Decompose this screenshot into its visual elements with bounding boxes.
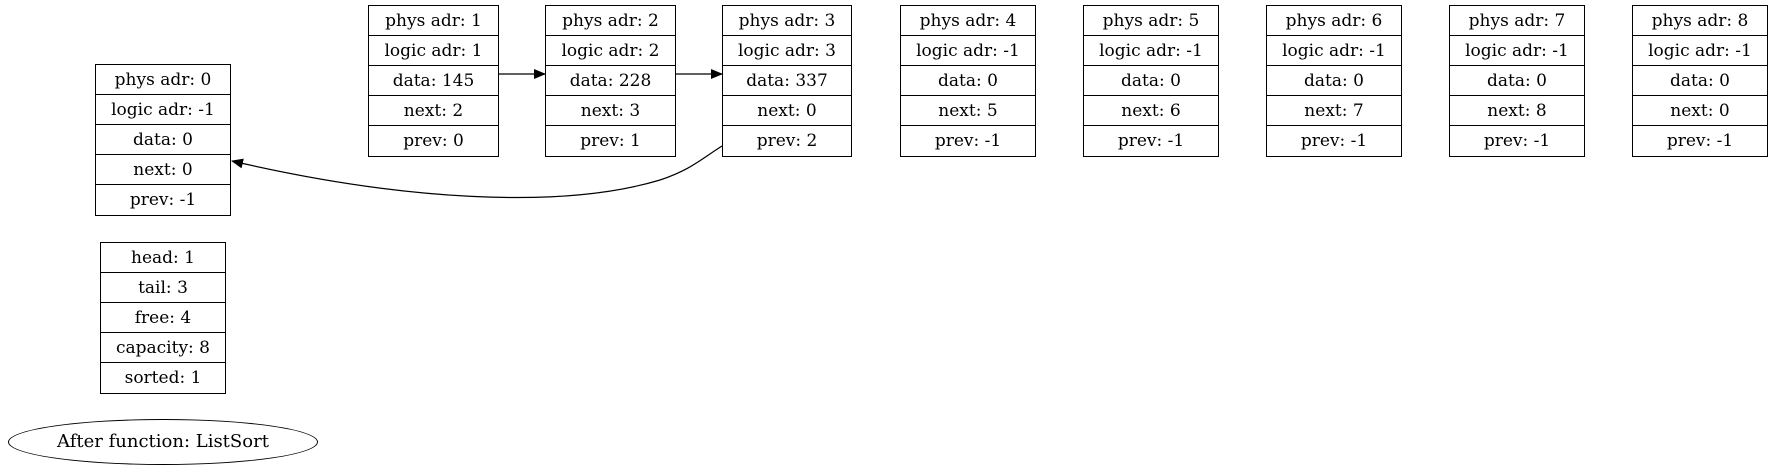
prev-field: prev: -1 — [129, 190, 197, 210]
phys-adr-field: phys adr: 5 — [1084, 6, 1218, 36]
function-caption: After function: ListSort — [8, 419, 318, 465]
prev-field: prev: -1 — [934, 131, 1002, 151]
list-info-node: head: 1 tail: 3 free: 4 capacity: 8 sort… — [100, 242, 226, 394]
list-node-6: phys adr: 6 logic adr: -1 data: 0 next: … — [1266, 5, 1402, 157]
logic-adr-field: logic adr: 3 — [723, 36, 851, 66]
data-field: data: 0 — [96, 125, 230, 155]
next-field: next: 5 — [901, 96, 1035, 126]
next-field: next: 0 — [96, 155, 230, 185]
logic-adr-field: logic adr: -1 — [901, 36, 1035, 66]
data-field: data: 0 — [1084, 66, 1218, 96]
prev-field: prev: -1 — [1483, 131, 1551, 151]
logic-adr-field: logic adr: -1 — [1084, 36, 1218, 66]
data-field: data: 228 — [546, 66, 675, 96]
next-field: next: 0 — [1633, 96, 1767, 126]
phys-adr-field: phys adr: 2 — [546, 6, 675, 36]
next-field: next: 8 — [1450, 96, 1584, 126]
logic-adr-field: logic adr: 2 — [546, 36, 675, 66]
next-field: next: 6 — [1084, 96, 1218, 126]
list-node-5: phys adr: 5 logic adr: -1 data: 0 next: … — [1083, 5, 1219, 157]
logic-adr-field: logic adr: 1 — [369, 36, 498, 66]
phys-adr-field: phys adr: 0 — [96, 65, 230, 95]
prev-field: prev: 2 — [756, 131, 818, 151]
logic-adr-field: logic adr: -1 — [1267, 36, 1401, 66]
prev-field: prev: 1 — [580, 131, 641, 151]
next-field: next: 7 — [1267, 96, 1401, 126]
phys-adr-field: phys adr: 4 — [901, 6, 1035, 36]
next-field: next: 3 — [546, 96, 675, 126]
list-node-3: phys adr: 3 logic adr: 3 data: 337 next:… — [722, 5, 852, 157]
data-field: data: 0 — [1633, 66, 1767, 96]
phys-adr-field: phys adr: 7 — [1450, 6, 1584, 36]
data-field: data: 0 — [1450, 66, 1584, 96]
tail-field: tail: 3 — [101, 273, 225, 303]
list-node-8: phys adr: 8 logic adr: -1 data: 0 next: … — [1632, 5, 1768, 157]
phys-adr-field: phys adr: 3 — [723, 6, 851, 36]
capacity-field: capacity: 8 — [101, 333, 225, 363]
data-field: data: 145 — [369, 66, 498, 96]
prev-field: prev: -1 — [1666, 131, 1734, 151]
data-field: data: 337 — [723, 66, 851, 96]
head-field: head: 1 — [101, 243, 225, 273]
phys-adr-field: phys adr: 1 — [369, 6, 498, 36]
list-node-0: phys adr: 0 logic adr: -1 data: 0 next: … — [95, 64, 231, 216]
next-field: next: 0 — [723, 96, 851, 126]
prev-field: prev: -1 — [1117, 131, 1185, 151]
list-node-1: phys adr: 1 logic adr: 1 data: 145 next:… — [368, 5, 499, 157]
phys-adr-field: phys adr: 6 — [1267, 6, 1401, 36]
data-field: data: 0 — [901, 66, 1035, 96]
data-field: data: 0 — [1267, 66, 1401, 96]
logic-adr-field: logic adr: -1 — [1450, 36, 1584, 66]
sorted-field: sorted: 1 — [124, 368, 202, 388]
free-field: free: 4 — [101, 303, 225, 333]
logic-adr-field: logic adr: -1 — [1633, 36, 1767, 66]
next-field: next: 2 — [369, 96, 498, 126]
list-node-4: phys adr: 4 logic adr: -1 data: 0 next: … — [900, 5, 1036, 157]
logic-adr-field: logic adr: -1 — [96, 95, 230, 125]
prev-field: prev: -1 — [1300, 131, 1368, 151]
list-node-2: phys adr: 2 logic adr: 2 data: 228 next:… — [545, 5, 676, 157]
prev-field: prev: 0 — [403, 131, 464, 151]
list-node-7: phys adr: 7 logic adr: -1 data: 0 next: … — [1449, 5, 1585, 157]
phys-adr-field: phys adr: 8 — [1633, 6, 1767, 36]
